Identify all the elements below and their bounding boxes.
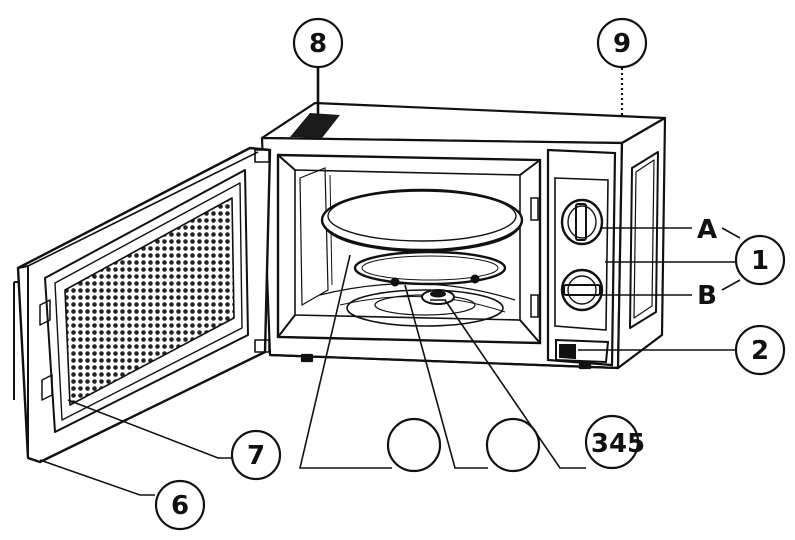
callout-2-circle xyxy=(734,324,786,376)
door-release-button[interactable] xyxy=(555,338,610,364)
callout-6-label: 6 xyxy=(171,491,189,521)
callout-a-label: A xyxy=(697,215,717,245)
callout-345-label: 345 xyxy=(591,429,645,459)
callout-7-circle xyxy=(230,429,282,481)
callout-5-circle xyxy=(584,414,640,470)
microwave-door xyxy=(13,146,272,464)
callout-7-label: 7 xyxy=(247,441,265,471)
callout-6-circle xyxy=(154,479,206,531)
callout-labels: 8 9 1 2 345 7 6 A B xyxy=(171,29,769,521)
callout-4-circle xyxy=(485,417,541,473)
callout-1-label: 1 xyxy=(751,246,769,276)
leader-lines xyxy=(39,68,741,496)
top-label-sticker xyxy=(290,113,340,138)
knob-a[interactable] xyxy=(560,198,604,246)
callout-b-label: B xyxy=(697,281,717,311)
callout-9-label: 9 xyxy=(613,29,631,59)
turntable-assembly xyxy=(320,188,524,327)
callout-2-label: 2 xyxy=(751,336,769,366)
roller-ring xyxy=(353,250,507,286)
glass-tray xyxy=(320,188,524,252)
side-vent xyxy=(629,151,659,329)
knob-b[interactable] xyxy=(560,268,604,312)
door-mesh-window xyxy=(64,197,235,406)
callout-3-circle xyxy=(386,417,442,473)
callout-8-circle xyxy=(292,17,344,69)
callout-1-circle xyxy=(734,234,786,286)
callout-circles xyxy=(154,17,786,531)
control-panel xyxy=(546,148,617,367)
callout-8-label: 8 xyxy=(309,29,327,59)
callout-9-circle xyxy=(596,17,648,69)
